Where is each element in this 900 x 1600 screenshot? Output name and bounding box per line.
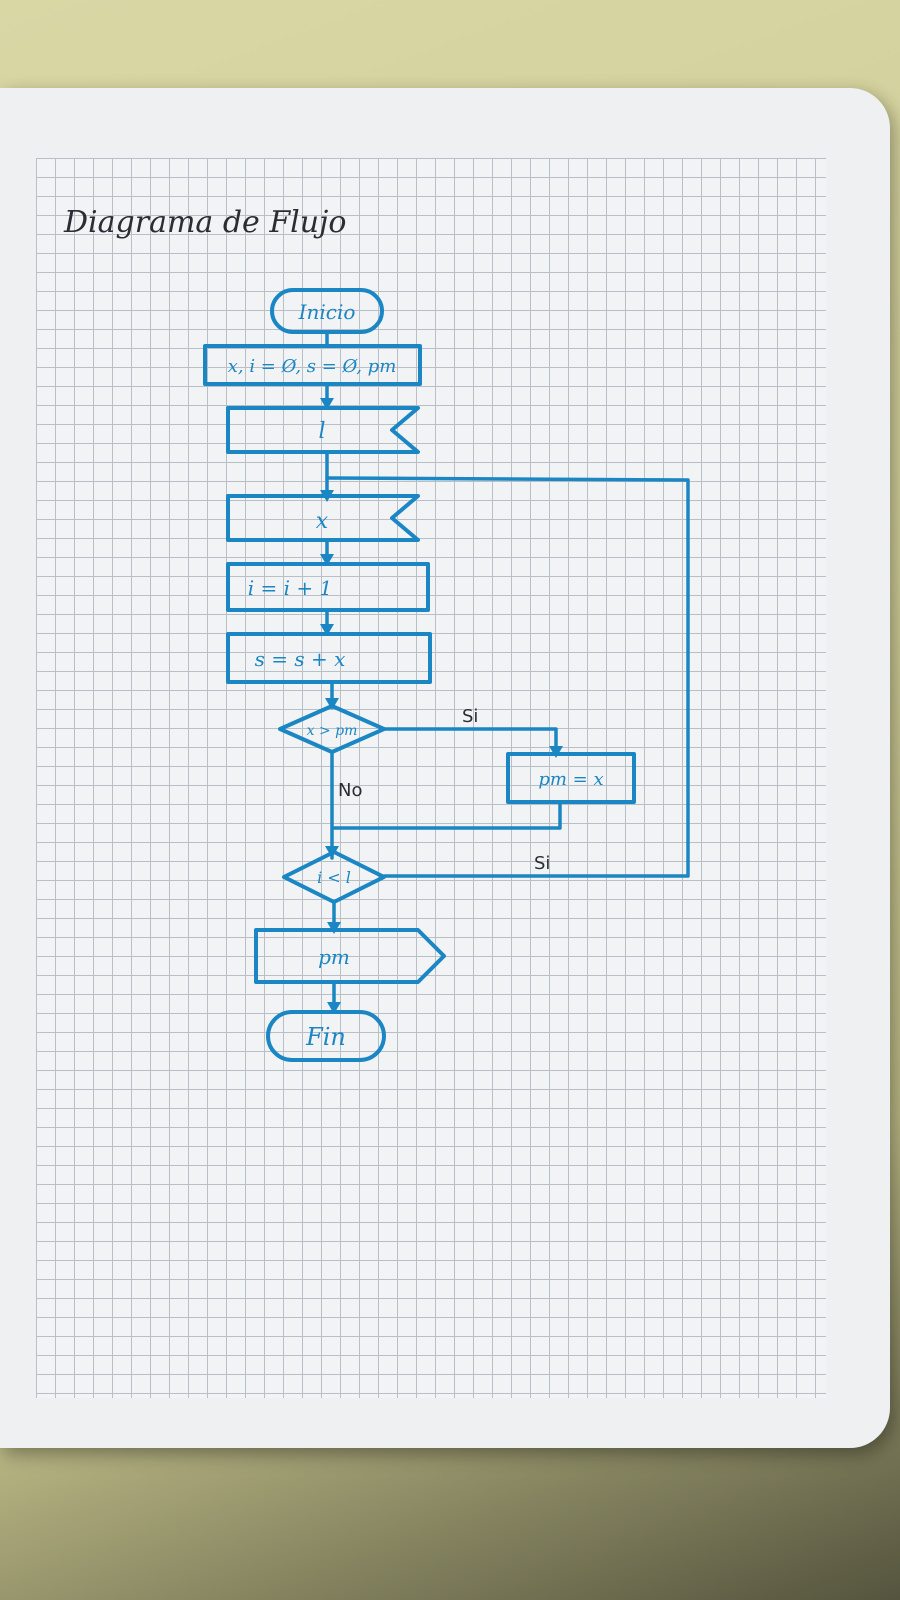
arrowhead [325, 698, 339, 710]
edge-compare-yes [382, 727, 558, 754]
edge-loop-back [325, 476, 690, 878]
graph-paper-grid [36, 158, 826, 1398]
arrowhead [320, 554, 334, 566]
loop-check-label: i < l [317, 868, 351, 887]
arrowhead [320, 398, 334, 410]
increment-label: i = i + 1 [248, 576, 332, 600]
end-terminator [266, 1010, 386, 1062]
init-process [203, 344, 422, 386]
read-limit-input [226, 406, 420, 454]
loop-yes-label: Si [534, 853, 550, 874]
end-label: Fin [305, 1023, 346, 1051]
accumulate-label: s = s + x [255, 647, 346, 671]
read-limit-label: l [318, 419, 325, 444]
read-x-input [226, 494, 420, 542]
compare-max-label: x > pm [307, 723, 358, 739]
arrowhead [320, 624, 334, 636]
accumulate-process [226, 632, 432, 684]
compare-no-label: No [338, 780, 362, 801]
paper-sheet [0, 88, 890, 1448]
assign-max-process [506, 752, 636, 804]
start-label: Inicio [298, 300, 356, 324]
init-label: x, i = Ø, s = Ø, pm [228, 356, 397, 377]
assign-max-label: pm = x [538, 769, 603, 790]
edge-assign-merge [332, 800, 562, 830]
output-label: pm [318, 945, 350, 969]
diagram-title: Diagrama de Flujo [63, 205, 346, 240]
arrowhead [327, 1002, 341, 1014]
read-x-label: x [316, 509, 329, 534]
compare-yes-label: Si [462, 706, 478, 727]
output-display [254, 928, 446, 984]
